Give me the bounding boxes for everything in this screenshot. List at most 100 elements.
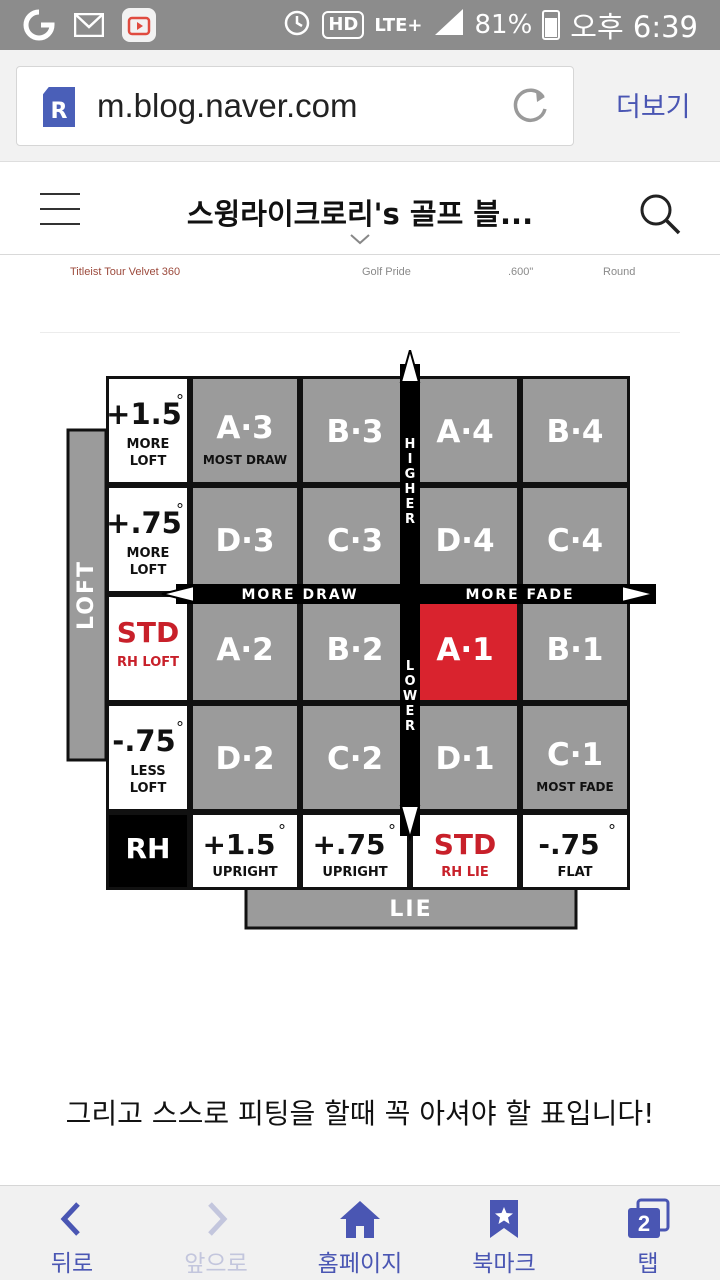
lie-caption: UPRIGHT (322, 865, 387, 880)
loft-value: STD (117, 616, 180, 649)
setting-code: D·3 (215, 523, 274, 559)
corner-cell (109, 815, 187, 887)
naver-blog-favicon: R (43, 87, 75, 127)
setting-code: C·3 (327, 523, 383, 559)
back-icon (60, 1202, 80, 1236)
search-icon[interactable] (638, 192, 682, 236)
setting-cell (303, 379, 407, 482)
lie-value: +1.5 (202, 828, 275, 861)
forward-icon (208, 1202, 228, 1236)
setting-code: C·1 (547, 737, 603, 773)
hd-voice-badge: HD (322, 11, 365, 39)
setting-cell (413, 488, 517, 591)
status-bar: HD LTE+ 81% 오후 6:39 (0, 0, 720, 50)
blog-header: 스윙라이크로리's 골프 블... (0, 163, 720, 255)
setting-cell (193, 379, 297, 482)
divider (40, 332, 680, 333)
home-icon (340, 1201, 380, 1238)
setting-code: B·4 (547, 414, 604, 450)
degree-mark: ° (176, 391, 184, 410)
setting-cell (303, 706, 407, 809)
setting-cell (413, 379, 517, 482)
setting-cell (303, 597, 407, 700)
lie-axis-label: LIE (389, 897, 432, 922)
degree-mark: ° (608, 821, 616, 840)
tabs-count: 2 (638, 1211, 650, 1236)
lie-value: STD (434, 828, 497, 861)
nav-tabs[interactable]: 2 탭 (576, 1186, 720, 1280)
lie-cell (303, 815, 407, 887)
tv-app-icon (122, 8, 156, 42)
higher-label-letter: H (405, 437, 416, 452)
setting-cell (303, 488, 407, 591)
setting-code: A·2 (216, 632, 273, 668)
reload-icon[interactable] (509, 85, 551, 127)
setting-code: A·4 (436, 414, 493, 450)
lie-cell (193, 815, 297, 887)
network-type: LTE+ (374, 14, 423, 36)
lie-cell (523, 815, 627, 887)
loft-axis-label: LOFT (74, 560, 99, 630)
menu-icon[interactable] (40, 193, 80, 225)
setting-code: A·3 (216, 410, 273, 446)
bookmark-icon (490, 1200, 518, 1238)
corner-label: RH (126, 832, 171, 865)
loft-caption: MORE (127, 546, 170, 561)
higher-label-letter: E (406, 497, 415, 512)
lie-value: +.75 (312, 828, 385, 861)
loft-caption: MORE (127, 437, 170, 452)
higher-label-letter: I (408, 452, 413, 467)
more-fade-label: MORE FADE (465, 587, 574, 603)
nav-forward[interactable]: 앞으로 (144, 1186, 288, 1280)
setting-code: C·4 (547, 523, 603, 559)
more-draw-label: MORE DRAW (241, 587, 358, 603)
setting-code: B·3 (327, 414, 384, 450)
loft-caption: LOFT (130, 563, 167, 578)
nav-bookmark[interactable]: 북마크 (432, 1186, 576, 1280)
degree-mark: ° (388, 821, 396, 840)
blog-title[interactable]: 스윙라이크로리's 골프 블... (186, 197, 534, 231)
setting-cell (523, 379, 627, 482)
tabs-icon: 2 (628, 1198, 670, 1238)
setting-cell (413, 706, 517, 809)
setting-code: A·1 (436, 632, 493, 668)
setting-cell (413, 597, 517, 700)
lie-caption: RH LIE (441, 865, 488, 880)
url-text[interactable]: m.blog.naver.com (97, 87, 358, 124)
grip-name: Titleist Tour Velvet 360 (70, 266, 181, 278)
loft-value: +.75 (106, 506, 182, 540)
loft-value: +1.5 (106, 397, 182, 431)
setting-cell (193, 488, 297, 591)
setting-note: MOST FADE (536, 780, 613, 794)
nav-home[interactable]: 홈페이지 (288, 1186, 432, 1280)
setting-cell (523, 706, 627, 809)
post-caption: 그리고 스스로 피팅을 할때 꼭 아셔야 할 표입니다! (65, 1097, 655, 1130)
lie-caption: UPRIGHT (212, 865, 277, 880)
signal-icon (433, 7, 465, 44)
setting-code: C·2 (327, 741, 383, 777)
chevron-down-icon[interactable] (349, 233, 371, 245)
lower-label-letter: L (406, 659, 414, 674)
up-arrow-icon (399, 346, 421, 383)
setting-note: MOST DRAW (203, 453, 287, 467)
loft-caption: RH LOFT (117, 655, 179, 670)
axis-center (400, 584, 420, 604)
setting-cell (523, 488, 627, 591)
lower-label-letter: O (404, 674, 415, 689)
loft-side-bar (66, 428, 108, 762)
nav-bookmark-label: 북마크 (472, 1251, 536, 1277)
nav-home-label: 홈페이지 (317, 1251, 403, 1277)
more-button[interactable]: 더보기 (616, 92, 691, 123)
setting-code: B·2 (327, 632, 384, 668)
setting-code: D·4 (435, 523, 494, 559)
lower-label-letter: W (403, 689, 417, 704)
address-bar[interactable]: R m.blog.naver.com (16, 66, 574, 146)
nav-back[interactable]: 뒤로 (0, 1186, 144, 1280)
loft-cell (109, 379, 187, 482)
nav-forward-label: 앞으로 (184, 1251, 248, 1277)
setting-cell (523, 597, 627, 700)
right-arrow-icon (621, 584, 655, 604)
higher-label-letter: R (405, 512, 415, 527)
grip-table-row: Titleist Tour Velvet 360 Golf Pride .600… (40, 262, 680, 286)
